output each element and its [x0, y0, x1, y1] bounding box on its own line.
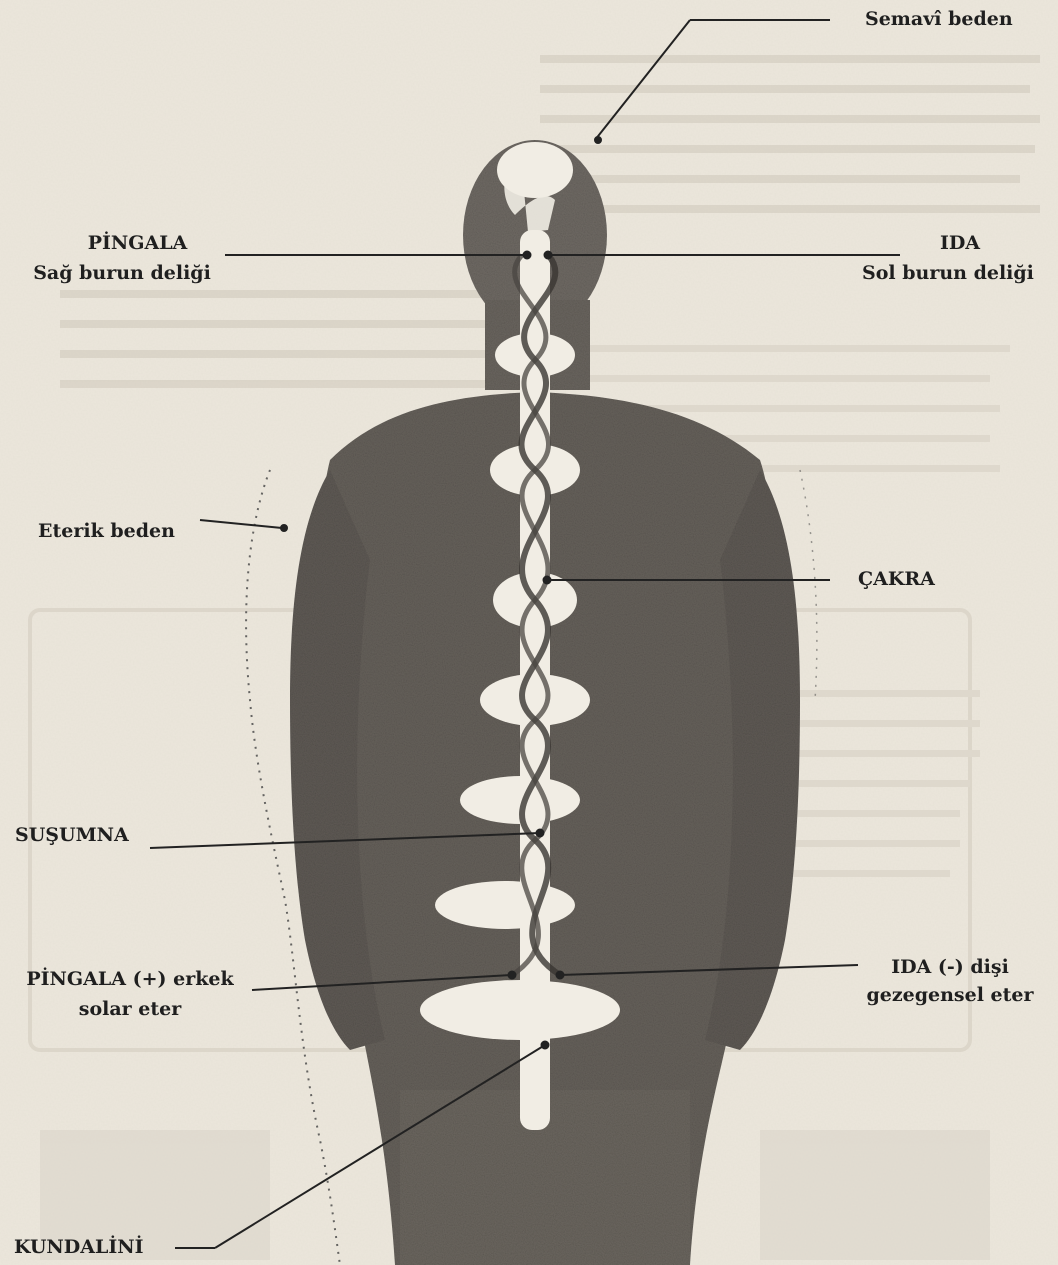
label-pingala-bottom-sub: solar eter: [0, 996, 260, 1022]
chakra-crown: [497, 142, 573, 198]
chakra-lower: [435, 881, 575, 929]
label-ida-bottom: IDA (-) dişi: [860, 954, 1040, 980]
label-kundalini: KUNDALİNİ: [14, 1234, 144, 1260]
label-ida-bottom-sub: gezegensel eter: [860, 982, 1040, 1008]
label-eterik-beden: Eterik beden: [38, 518, 175, 544]
label-pingala-bottom: PİNGALA (+) erkek: [0, 966, 260, 992]
label-ida-top-sub: Sol burun deliği: [862, 260, 1034, 286]
label-ida-top: IDA: [880, 230, 1040, 256]
label-semavi-beden: Semavî beden: [865, 6, 1013, 32]
label-susumna: SUŞUMNA: [15, 822, 129, 848]
label-pingala-top-sub: Sağ burun deliği: [2, 260, 242, 286]
label-cakra: ÇAKRA: [858, 566, 935, 592]
label-pingala-top: PİNGALA: [20, 230, 255, 256]
chakra-root: [420, 980, 620, 1040]
chakra-throat: [495, 333, 575, 377]
